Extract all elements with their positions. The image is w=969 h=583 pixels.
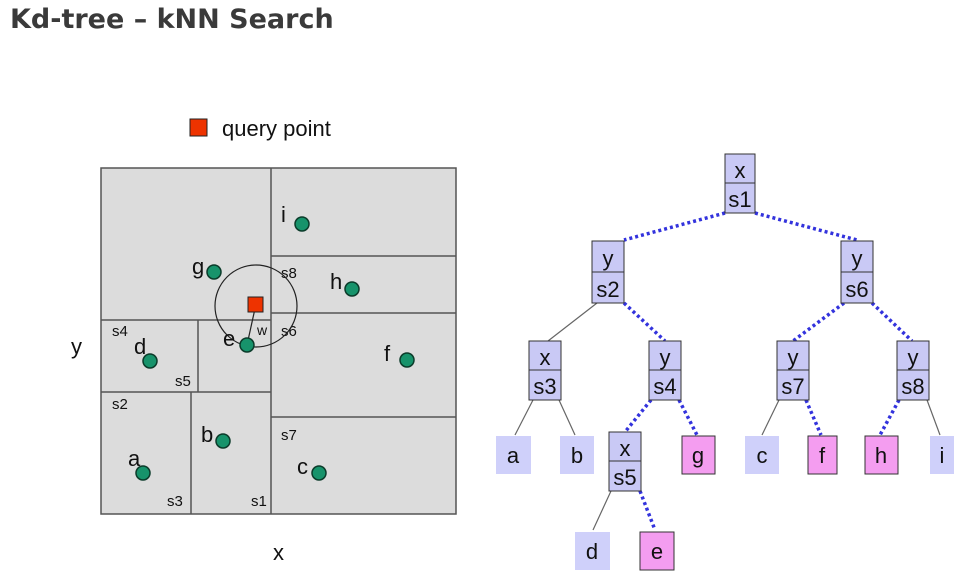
split-label-s4: s4: [112, 323, 128, 340]
tree-node-s5: x s5: [608, 431, 642, 492]
legend-query-label: query point: [222, 116, 331, 141]
node-dim-s4: y: [660, 345, 671, 370]
leaf-e: e: [639, 531, 675, 571]
point-label-g: g: [192, 254, 204, 279]
node-dim-s1: x: [735, 158, 746, 183]
tree-node-s7: y s7: [776, 340, 810, 401]
edge-s1-s2: [623, 211, 726, 242]
leaf-label-h: h: [875, 443, 887, 468]
leaf-i: i: [930, 436, 954, 474]
tree-nodes: x s1 y s2 y s6 x s3 y s4: [528, 153, 930, 492]
radius-label: w: [256, 322, 268, 338]
leaf-label-d: d: [586, 539, 598, 564]
node-split-s3: s3: [533, 374, 556, 399]
edge-s3-b: [558, 399, 576, 436]
point-i: [294, 216, 310, 232]
node-dim-s6: y: [852, 246, 863, 271]
node-split-s8: s8: [901, 374, 924, 399]
leaf-f: f: [807, 435, 838, 475]
tree-node-s8: y s8: [896, 340, 930, 401]
leaf-label-c: c: [757, 443, 768, 468]
edge-s5-e: [638, 490, 657, 531]
legend-query-swatch: [189, 118, 208, 137]
point-label-f: f: [384, 341, 391, 366]
tree-node-s2: y s2: [591, 240, 625, 304]
edge-s4-s5: [623, 398, 653, 434]
point-c: [311, 465, 327, 481]
point-h: [344, 281, 360, 297]
node-split-s1: s1: [728, 187, 751, 212]
edge-s7-c: [761, 399, 780, 436]
x-axis-label: x: [273, 540, 284, 565]
point-g: [206, 264, 222, 280]
leaf-label-e: e: [651, 539, 663, 564]
edge-s8-h: [878, 399, 901, 436]
plane-border: [100, 167, 457, 515]
split-label-s2: s2: [112, 396, 128, 413]
edge-s2-s4: [622, 301, 667, 343]
point-label-i: i: [281, 202, 286, 227]
point-f: [399, 352, 415, 368]
tree-node-s6: y s6: [840, 240, 874, 304]
tree-node-s4: y s4: [648, 340, 682, 401]
point-label-h: h: [330, 269, 342, 294]
point-label-a: a: [128, 446, 141, 471]
node-split-s5: s5: [613, 465, 636, 490]
point-a: [135, 465, 151, 481]
split-label-s3: s3: [167, 493, 183, 510]
y-axis-label: y: [71, 334, 82, 359]
node-dim-s2: y: [603, 246, 614, 271]
node-dim-s8: y: [908, 345, 919, 370]
leaf-label-i: i: [940, 443, 945, 468]
edge-s2-s3: [547, 302, 598, 342]
edge-s6-s8: [870, 301, 914, 343]
edge-s6-s7: [791, 301, 846, 343]
slide-title: Kd-tree – kNN Search: [10, 4, 334, 35]
node-split-s6: s6: [845, 277, 868, 302]
node-dim-s7: y: [788, 345, 799, 370]
tree-node-s3: x s3: [528, 340, 562, 401]
edge-s1-s6: [754, 211, 858, 242]
leaf-a: a: [496, 436, 531, 474]
search-radius-circle: [214, 264, 298, 348]
leaf-label-f: f: [819, 443, 826, 468]
leaf-d: d: [575, 532, 610, 570]
leaf-c: c: [745, 436, 779, 474]
point-e: [239, 337, 255, 353]
leaf-g: g: [681, 435, 716, 475]
leaf-label-b: b: [571, 443, 583, 468]
partition-plane: s1 s2 s3 s4 s5 s6 s7 s8 w a b c d e f: [100, 167, 457, 515]
leaf-b: b: [560, 436, 594, 474]
query-point: [247, 296, 264, 313]
point-label-e: e: [223, 326, 235, 351]
leaf-label-g: g: [692, 443, 704, 468]
edge-s3-a: [514, 399, 534, 436]
edge-s4-g: [677, 399, 699, 436]
point-label-c: c: [297, 454, 308, 479]
node-split-s4: s4: [653, 374, 676, 399]
node-dim-s3: x: [540, 345, 551, 370]
point-b: [215, 433, 231, 449]
leaf-h: h: [864, 435, 899, 475]
split-label-s8: s8: [281, 265, 297, 282]
node-split-s2: s2: [596, 277, 619, 302]
data-points: a b c d e f g h i: [128, 202, 415, 481]
split-label-s5: s5: [175, 373, 191, 390]
edge-s5-d: [592, 490, 612, 531]
split-label-s6: s6: [281, 323, 297, 340]
edge-s7-f: [804, 399, 823, 436]
tree-leaves: a b g c f h i d: [496, 435, 954, 571]
point-label-b: b: [201, 422, 213, 447]
tree-node-s1: x s1: [724, 153, 756, 214]
point-d: [142, 353, 158, 369]
leaf-label-a: a: [507, 443, 520, 468]
split-label-s7: s7: [281, 427, 297, 444]
node-split-s7: s7: [781, 374, 804, 399]
point-label-d: d: [134, 334, 146, 359]
tree-edges: [514, 211, 941, 531]
node-dim-s5: x: [620, 436, 631, 461]
split-label-s1: s1: [251, 493, 267, 510]
edge-s8-i: [926, 399, 941, 436]
